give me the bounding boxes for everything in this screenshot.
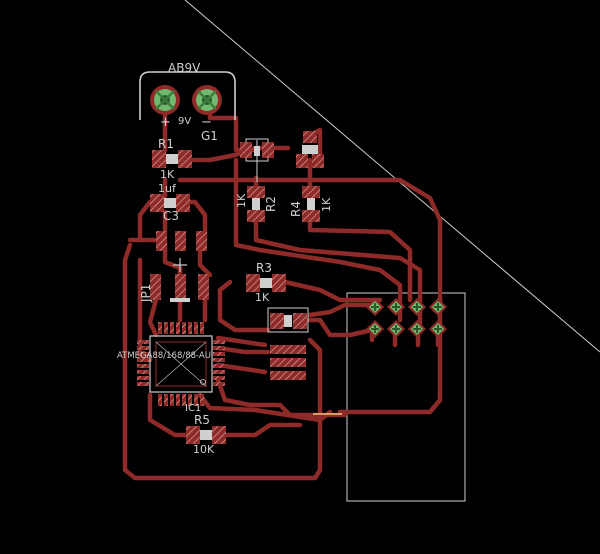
isp-pad xyxy=(366,298,384,316)
regulator-pads-top[interactable] xyxy=(156,231,207,251)
jp1-label: JP1 xyxy=(139,284,153,303)
diagonal-guide-line xyxy=(184,0,600,353)
battery-minus-label: − xyxy=(201,115,212,130)
r1-name: R1 xyxy=(158,137,174,151)
ic1-body xyxy=(149,335,213,393)
battery-connector-ab9v[interactable]: AB9V + 9V − xyxy=(139,61,236,130)
microcontroller-ic1[interactable]: ATMEGA88/168/88-AU IC1 xyxy=(117,322,225,414)
battery-pad-minus xyxy=(192,85,222,115)
r5-name: R5 xyxy=(194,413,210,427)
capacitor-mid[interactable] xyxy=(267,307,309,333)
resistor-r4[interactable]: R4 1K xyxy=(289,186,333,222)
ic1-silk-box xyxy=(155,341,207,387)
g1-label: G1 xyxy=(201,129,218,143)
r2-name: R2 xyxy=(264,196,278,212)
copper-traces xyxy=(122,101,443,481)
isp-pad xyxy=(429,298,447,316)
board-outline xyxy=(346,292,466,502)
ic1-name: IC1 xyxy=(185,403,201,414)
r5-value: 10K xyxy=(193,443,215,456)
isp-pad xyxy=(366,320,384,338)
resistor-r2[interactable]: 1K R2 xyxy=(235,186,278,222)
c3-value: 1uf xyxy=(158,182,177,195)
resistor-r1[interactable]: R1 1K xyxy=(152,137,192,181)
resistor-r3[interactable]: R3 1K xyxy=(246,261,286,304)
transistor-q1[interactable] xyxy=(296,131,324,168)
header-jp1[interactable]: JP1 xyxy=(139,258,209,303)
isp-pad xyxy=(429,320,447,338)
battery-connector-label: AB9V xyxy=(168,61,201,75)
r3-name: R3 xyxy=(256,261,272,275)
isp-header-pads[interactable] xyxy=(366,298,447,338)
c3-name: C3 xyxy=(163,209,179,223)
r4-name: R4 xyxy=(289,201,303,217)
r4-value: 1K xyxy=(320,197,333,212)
isp-pad xyxy=(408,320,426,338)
ic1-part-label: ATMEGA88/168/88-AU xyxy=(117,351,211,361)
isp-pad xyxy=(387,298,405,316)
isp-pad xyxy=(387,320,405,338)
battery-plus-label: + xyxy=(160,115,171,130)
capacitor-c3[interactable]: 1uf C3 xyxy=(150,182,190,223)
capacitor-mid-outline xyxy=(267,307,309,333)
isp-pad xyxy=(408,298,426,316)
battery-connector-outline xyxy=(139,71,236,120)
battery-9v-label: 9V xyxy=(178,116,191,127)
regulator-g1[interactable]: G1 xyxy=(201,129,274,182)
r1-value: 1K xyxy=(160,168,175,181)
r2-value: 1K xyxy=(235,193,248,208)
battery-pad-plus xyxy=(150,85,180,115)
r3-value: 1K xyxy=(255,291,270,304)
smd-pads-stack[interactable] xyxy=(270,345,306,380)
resistor-r5[interactable]: R5 10K xyxy=(186,413,226,456)
